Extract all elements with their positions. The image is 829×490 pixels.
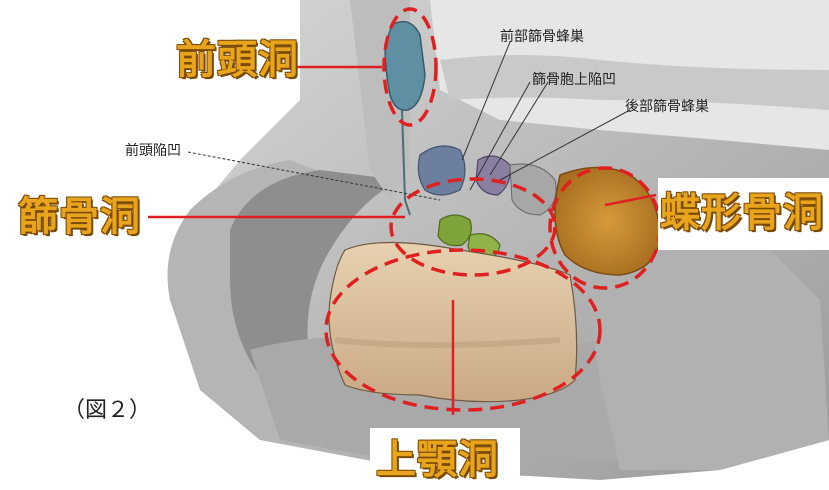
anterior-ethmoid-cells-shape (418, 146, 465, 195)
anterior-ethmoid-cells-label: 前部篩骨蜂巣 (500, 30, 584, 44)
ethmoid-green-shape (438, 215, 471, 246)
posterior-ethmoid-cells-label: 後部篩骨蜂巣 (625, 100, 709, 114)
frontal-sinus-label: 前頭洞 (176, 40, 299, 80)
frontal-sinus-shape (385, 22, 425, 111)
ethmoid-sinus-label: 篩骨洞 (18, 197, 141, 237)
sphenoid-sinus-label: 蝶形骨洞 (660, 193, 824, 233)
ethmoid-bulla-recess-label: 篩骨胞上陥凹 (532, 73, 616, 87)
maxillary-sinus-label: 上顎洞 (376, 440, 499, 480)
frontal-recess-label: 前頭陥凹 (125, 144, 181, 158)
figure-number: （図２） (63, 400, 151, 422)
